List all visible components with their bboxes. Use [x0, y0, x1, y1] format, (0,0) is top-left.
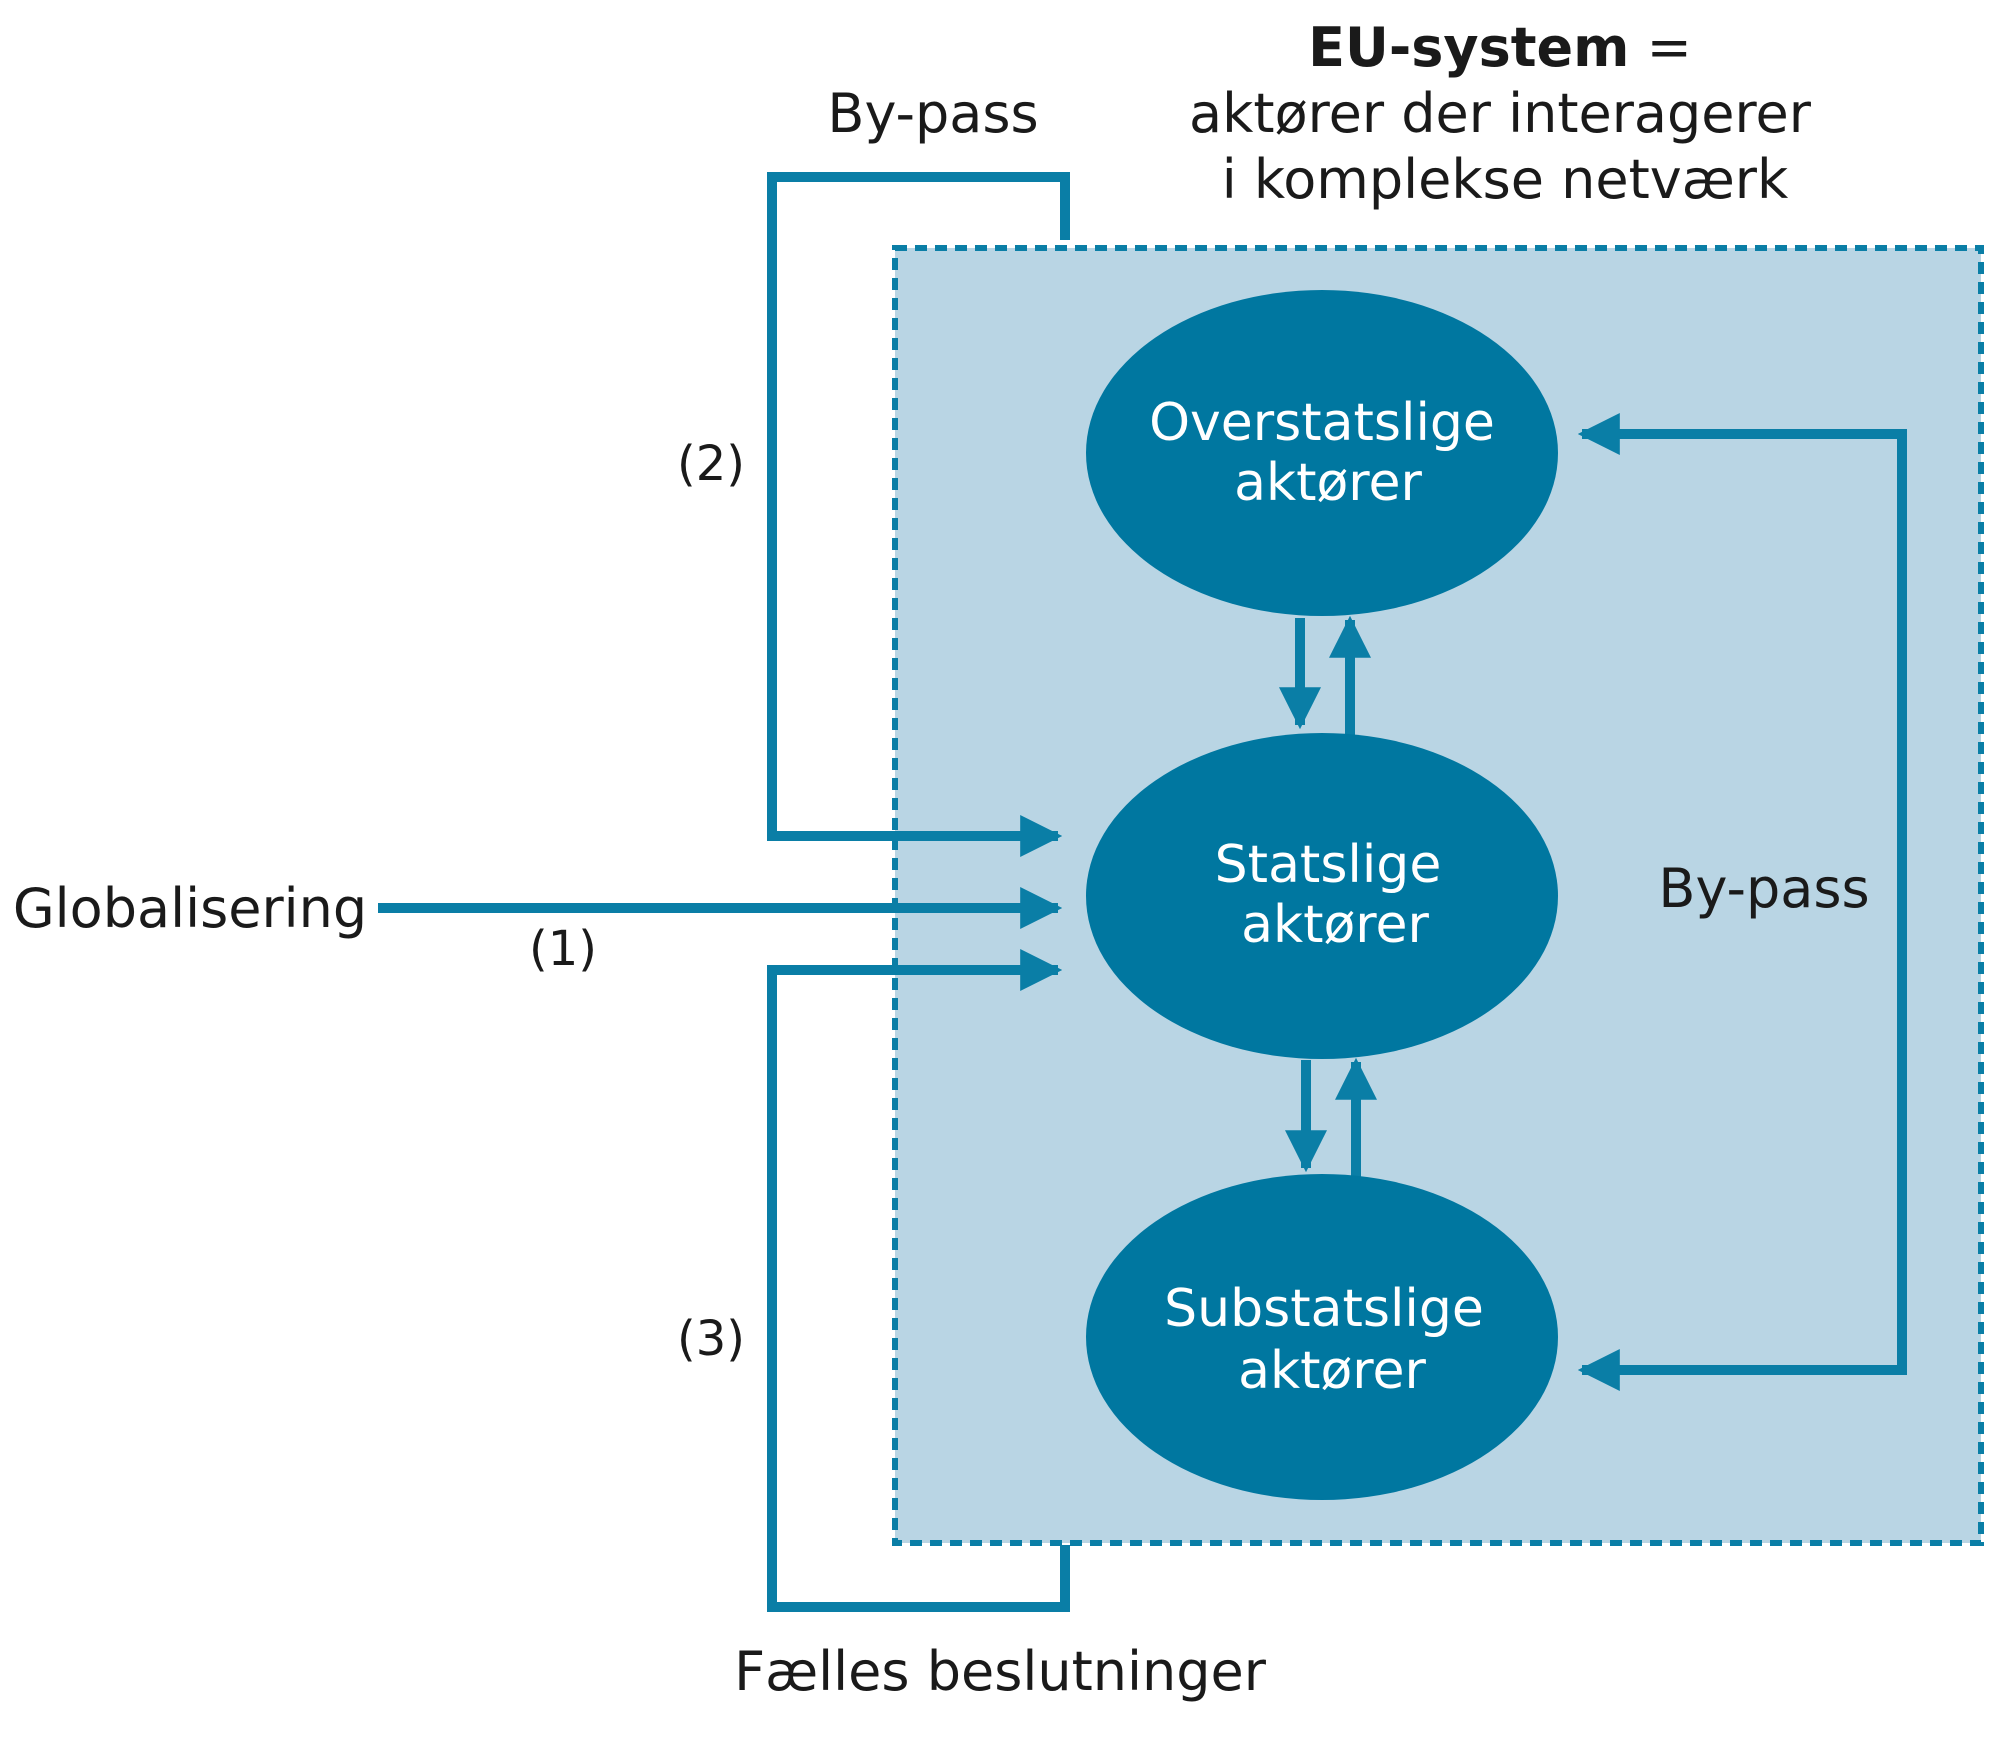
label-num-2: (2) — [677, 436, 745, 492]
bypass-loop-top-arrow — [767, 172, 1070, 857]
diagram-title-suffix: = — [1629, 16, 1691, 79]
bypass-top-label: By-pass — [827, 82, 1038, 145]
label-num-3: (3) — [677, 1311, 745, 1367]
faelles-beslutninger-label: Fælles beslutninger — [734, 1640, 1267, 1703]
diagram-subtitle-line1: aktører der interagerer — [1189, 82, 1812, 145]
faelles-loop-arrow — [767, 949, 1070, 1612]
diagram-title: EU-system = — [1308, 16, 1692, 79]
node-substatslige — [1086, 1174, 1558, 1500]
node-substatslige-line2: aktører — [1238, 1341, 1426, 1401]
globalisering-label: Globalisering — [13, 877, 367, 940]
node-overstatslige-line1: Overstatslige — [1149, 393, 1495, 453]
bypass-right-label: By-pass — [1658, 857, 1869, 920]
label-num-1: (1) — [529, 921, 597, 977]
diagram-subtitle-line2: i komplekse netværk — [1222, 148, 1789, 211]
diagram-title-bold: EU-system — [1308, 16, 1629, 79]
node-substatslige-line1: Substatslige — [1164, 1279, 1484, 1339]
node-statslige-line1: Statslige — [1215, 835, 1442, 895]
node-statslige — [1086, 733, 1558, 1059]
node-overstatslige-line2: aktører — [1234, 453, 1422, 513]
node-overstatslige — [1086, 290, 1558, 616]
node-statslige-line2: aktører — [1241, 895, 1429, 955]
